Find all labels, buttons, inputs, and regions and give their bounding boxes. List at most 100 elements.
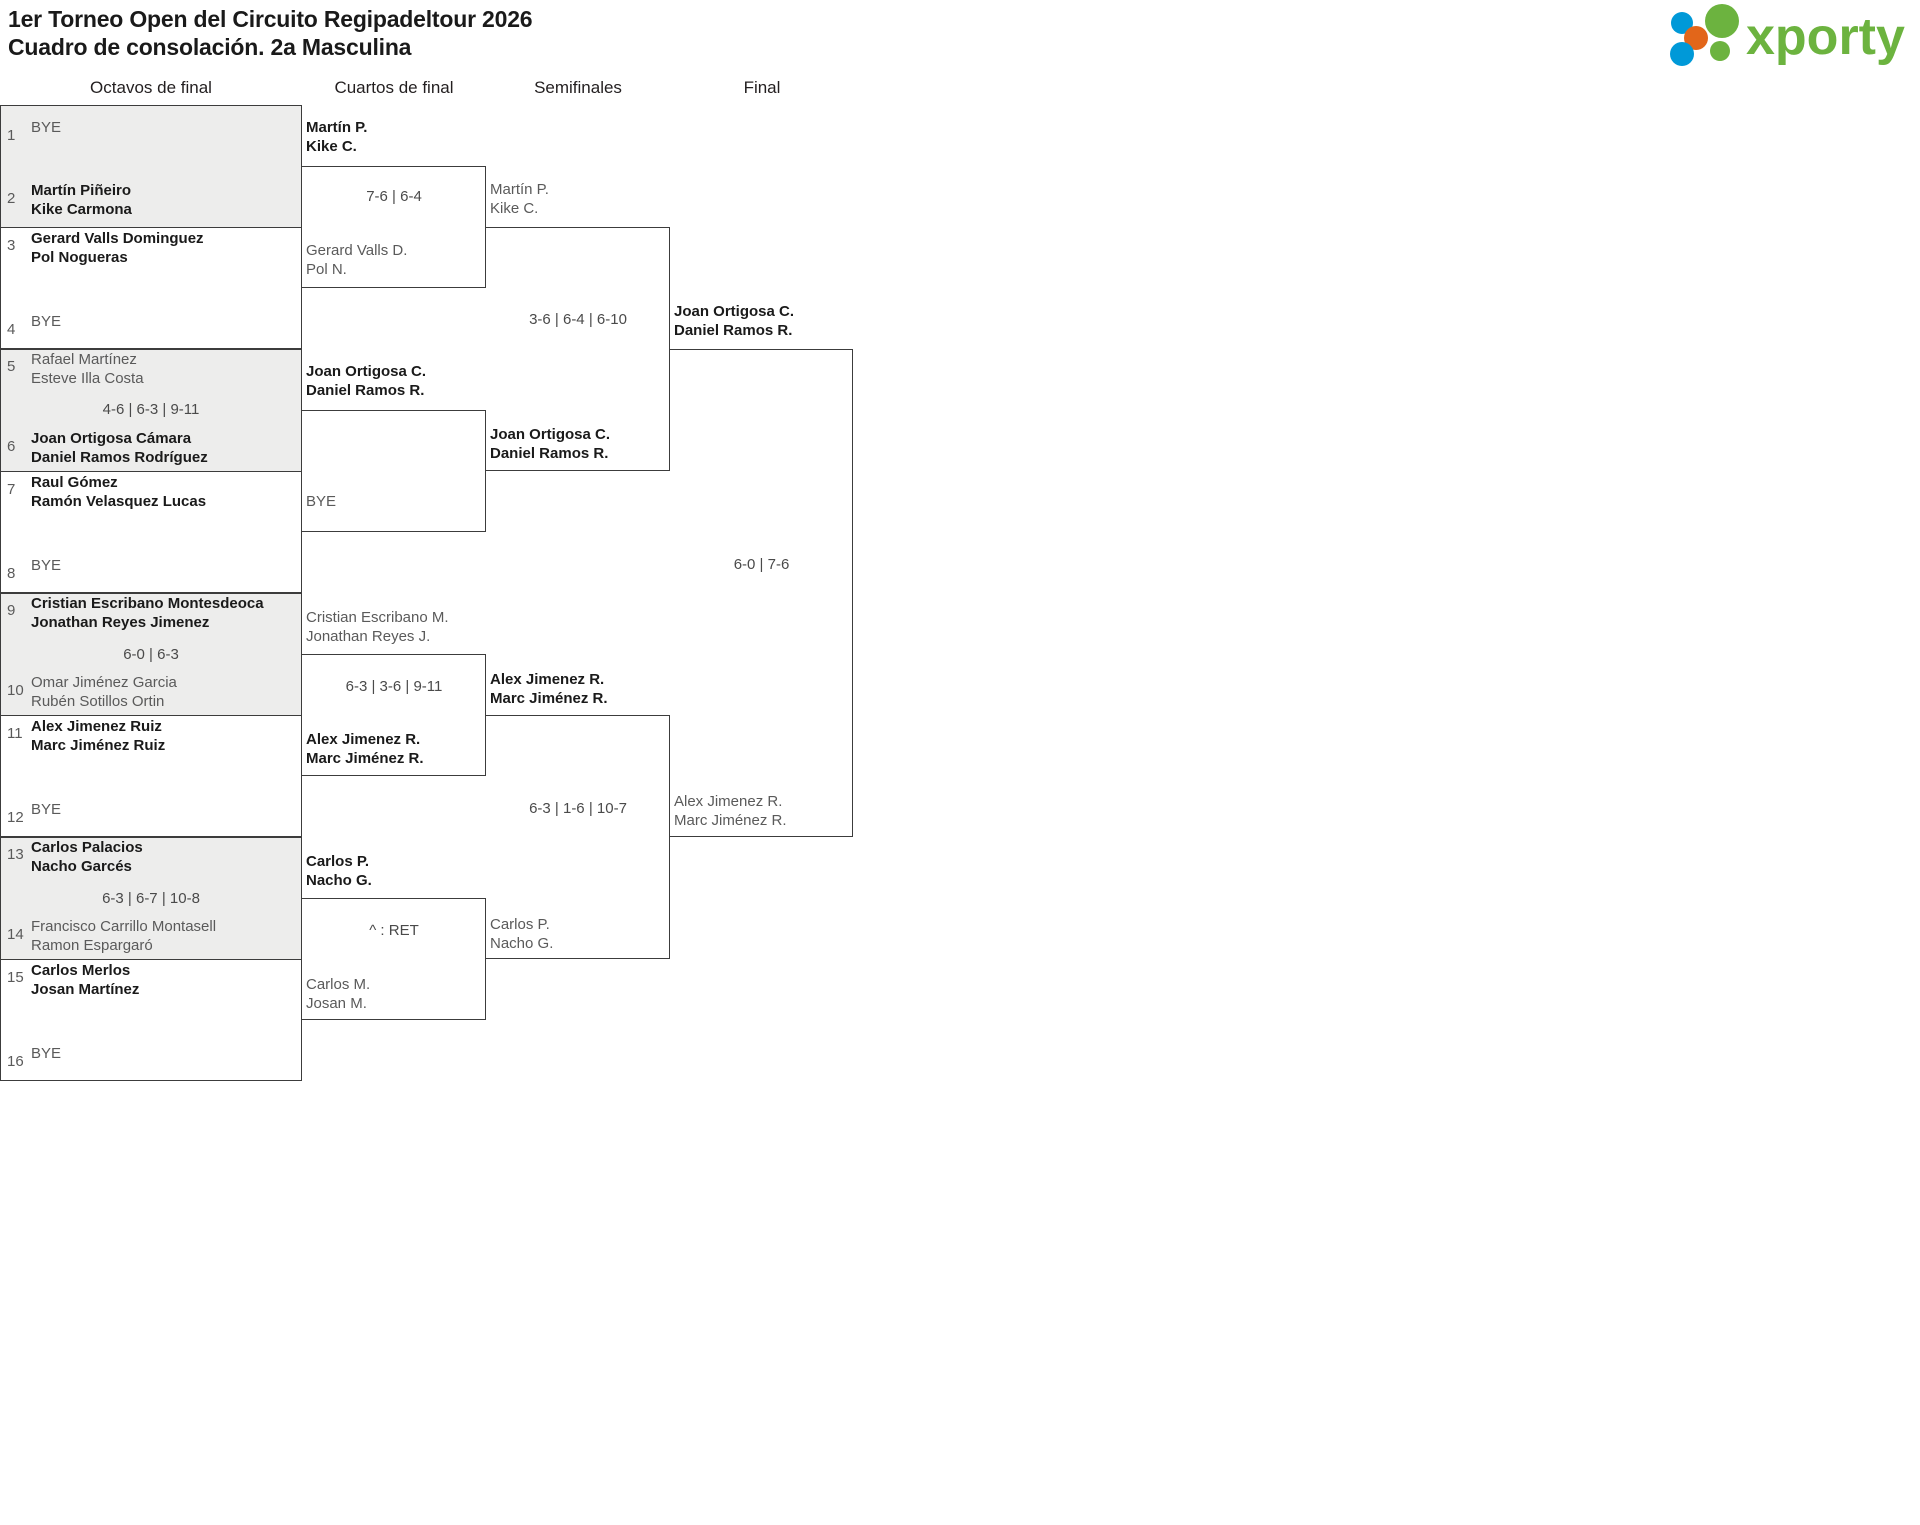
qf3-connector (302, 654, 486, 776)
logo-dot-green-small (1710, 41, 1730, 61)
qf4-top-team: Carlos P. Nacho G. (306, 852, 372, 890)
player-name: Gerard Valls Dominguez (31, 230, 204, 247)
round-header-semifinales: Semifinales (534, 78, 622, 97)
r16-seed-16: 16 (7, 1053, 24, 1070)
qf3-top-team: Cristian Escribano M. Jonathan Reyes J. (306, 608, 449, 646)
player-name: Martín P. (306, 119, 368, 136)
r16-slot-12[interactable]: 12 BYE (0, 776, 302, 837)
player-name: Marc Jiménez Ruiz (31, 737, 166, 754)
logo-dot-blue-top (1671, 12, 1693, 34)
r16-slot-13[interactable]: 13 Carlos Palacios Nacho Garcés (0, 837, 302, 898)
title-block: 1er Torneo Open del Circuito Regipadelto… (8, 5, 533, 61)
r16-seed-5: 5 (7, 358, 16, 375)
r16-slot-14[interactable]: 14 Francisco Carrillo Montasell Ramon Es… (0, 898, 302, 959)
r16-players-9: Cristian Escribano Montesdeoca Jonathan … (31, 594, 295, 632)
r16-players-7: Raul Gómez Ramón Velasquez Lucas (31, 473, 295, 511)
r16-slot-15[interactable]: 15 Carlos Merlos Josan Martínez (0, 959, 302, 1020)
player-name: Carlos P. (306, 853, 370, 870)
r16-slot-16[interactable]: 16 BYE (0, 1020, 302, 1081)
qf4-connector (302, 898, 486, 1020)
bye-label: BYE (306, 493, 337, 510)
player-name: Carlos M. (306, 976, 371, 993)
logo-wordmark: xporty (1746, 8, 1905, 66)
r16-seed-3: 3 (7, 237, 16, 254)
r16-seed-7: 7 (7, 481, 16, 498)
qf1-connector (302, 166, 486, 288)
r16-score-7: 6-3 | 6-7 | 10-8 (102, 890, 200, 907)
final-top-team: Joan Ortigosa C. Daniel Ramos R. (674, 302, 794, 340)
r16-seed-2: 2 (7, 190, 16, 207)
bye-label: BYE (31, 313, 62, 330)
player-name: Pol N. (306, 261, 347, 278)
sf2-score: 6-3 | 1-6 | 10-7 (529, 800, 627, 817)
qf2-bottom-team: BYE (306, 492, 336, 511)
r16-score-3: 4-6 | 6-3 | 9-11 (102, 401, 200, 418)
round-header-final: Final (743, 78, 781, 97)
r16-slot-9[interactable]: 9 Cristian Escribano Montesdeoca Jonatha… (0, 593, 302, 654)
player-name: Cristian Escribano M. (306, 609, 449, 626)
tournament-subtitle: Cuadro de consolación. 2a Masculina (8, 34, 412, 60)
r16-players-1: BYE (31, 118, 295, 137)
sf1-bottom-team: Joan Ortigosa C. Daniel Ramos R. (490, 425, 610, 463)
player-name: Kike C. (490, 200, 539, 217)
player-name: Jonathan Reyes Jimenez (31, 614, 210, 631)
r16-seed-4: 4 (7, 321, 16, 338)
r16-slot-1[interactable]: 1 BYE (0, 105, 302, 166)
r16-slot-3[interactable]: 3 Gerard Valls Dominguez Pol Nogueras (0, 227, 302, 288)
qf3-score: 6-3 | 3-6 | 9-11 (345, 678, 443, 695)
player-name: Daniel Ramos Rodríguez (31, 449, 208, 466)
r16-players-8: BYE (31, 556, 295, 575)
qf1-top-team: Martín P. Kike C. (306, 118, 367, 156)
r16-players-14: Francisco Carrillo Montasell Ramon Espar… (31, 917, 295, 955)
r16-seed-10: 10 (7, 682, 24, 699)
r16-seed-1: 1 (7, 127, 16, 144)
bye-label: BYE (31, 801, 62, 818)
r16-seed-12: 12 (7, 809, 24, 826)
sf1-score: 3-6 | 6-4 | 6-10 (529, 311, 627, 328)
player-name: Joan Ortigosa C. (490, 426, 611, 443)
player-name: Carlos Merlos (31, 962, 131, 979)
r16-players-2: Martín Piñeiro Kike Carmona (31, 181, 295, 219)
qf3-bottom-team: Alex Jimenez R. Marc Jiménez R. (306, 730, 424, 768)
player-name: Daniel Ramos R. (306, 382, 425, 399)
qf1-bottom-team: Gerard Valls D. Pol N. (306, 241, 407, 279)
r16-seed-8: 8 (7, 565, 16, 582)
qf4-score: ^ : RET (369, 922, 419, 939)
r16-players-3: Gerard Valls Dominguez Pol Nogueras (31, 229, 295, 267)
player-name: Omar Jiménez Garcia (31, 674, 177, 691)
bye-label: BYE (31, 1045, 62, 1062)
player-name: Ramon Espargaró (31, 937, 153, 954)
r16-seed-9: 9 (7, 602, 16, 619)
r16-slot-2[interactable]: 2 Martín Piñeiro Kike Carmona (0, 166, 302, 227)
bye-label: BYE (31, 119, 62, 136)
player-name: Gerard Valls D. (306, 242, 408, 259)
r16-slot-7[interactable]: 7 Raul Gómez Ramón Velasquez Lucas (0, 471, 302, 532)
player-name: Josan M. (306, 995, 367, 1012)
player-name: Francisco Carrillo Montasell (31, 918, 217, 935)
sf2-bottom-team: Carlos P. Nacho G. (490, 915, 553, 953)
round-header-octavos: Octavos de final (90, 78, 212, 97)
sf2-top-team: Alex Jimenez R. Marc Jiménez R. (490, 670, 608, 708)
page-header: 1er Torneo Open del Circuito Regipadelto… (0, 0, 1920, 75)
player-name: Esteve Illa Costa (31, 370, 144, 387)
r16-players-10: Omar Jiménez Garcia Rubén Sotillos Ortin (31, 673, 295, 711)
player-name: Alex Jimenez R. (490, 671, 605, 688)
r16-slot-11[interactable]: 11 Alex Jimenez Ruiz Marc Jiménez Ruiz (0, 715, 302, 776)
sf2-connector (486, 715, 670, 959)
r16-slot-10[interactable]: 10 Omar Jiménez Garcia Rubén Sotillos Or… (0, 654, 302, 715)
player-name: Marc Jiménez R. (674, 812, 787, 829)
r16-slot-5[interactable]: 5 Rafael Martínez Esteve Illa Costa (0, 349, 302, 410)
r16-seed-13: 13 (7, 846, 24, 863)
r16-slot-4[interactable]: 4 BYE (0, 288, 302, 349)
r16-seed-14: 14 (7, 926, 24, 943)
r16-slot-6[interactable]: 6 Joan Ortigosa Cámara Daniel Ramos Rodr… (0, 410, 302, 471)
r16-slot-8[interactable]: 8 BYE (0, 532, 302, 593)
xporty-logo-svg: xporty (1670, 4, 1905, 66)
r16-players-16: BYE (31, 1044, 295, 1063)
final-connector (670, 349, 853, 837)
qf2-connector (302, 410, 486, 532)
logo-dot-orange (1684, 26, 1708, 50)
player-name: Kike C. (306, 138, 357, 155)
r16-players-5: Rafael Martínez Esteve Illa Costa (31, 350, 295, 388)
